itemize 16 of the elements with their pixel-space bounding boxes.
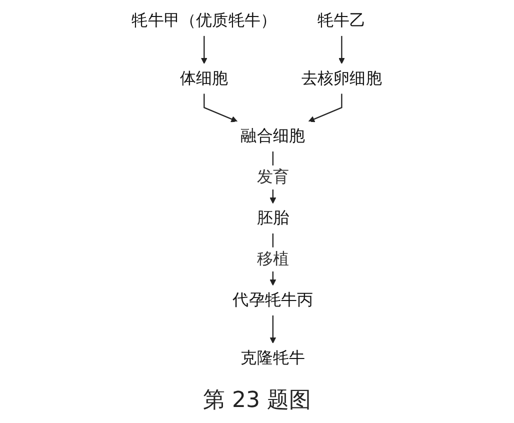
arrow: [201, 36, 208, 64]
node-text: 牦牛乙: [318, 12, 366, 30]
node-text: 去核卵细胞: [302, 70, 382, 88]
node-text: 牦牛甲（优质牦牛）: [132, 12, 277, 30]
node-text: 克隆牦牛: [240, 349, 306, 368]
figure-caption: 第 23 题图: [203, 388, 311, 413]
arrow: [270, 315, 276, 344]
node-text: 体细胞: [180, 70, 228, 88]
node-text: 代孕牦牛丙: [232, 291, 314, 310]
arrow: [204, 94, 238, 122]
edge-label: 发育: [256, 168, 290, 187]
arrow: [338, 36, 346, 64]
node-text: 胚胎: [256, 209, 290, 228]
arrow: [308, 94, 342, 122]
node-text: 融合细胞: [240, 127, 306, 146]
edge-label: 移植: [256, 250, 290, 269]
